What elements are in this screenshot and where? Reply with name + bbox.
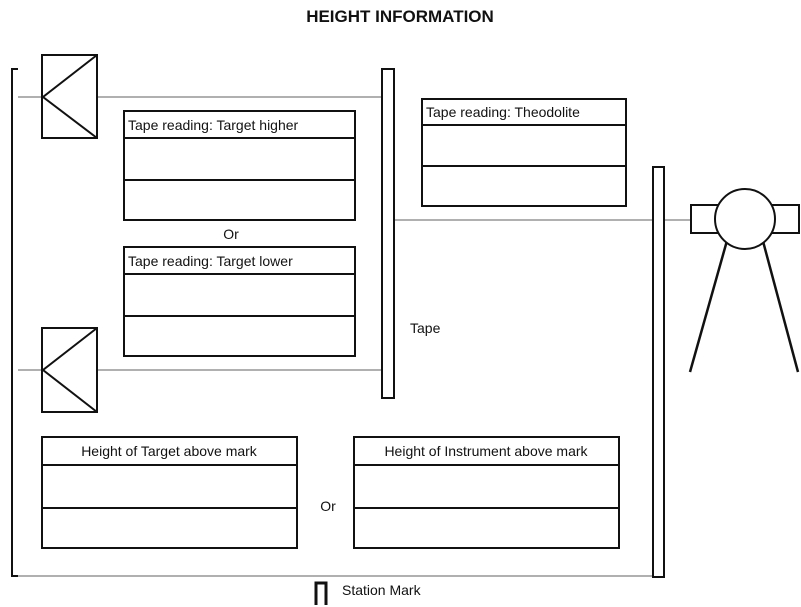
theodolite-symbol (688, 188, 800, 373)
tape-bar (381, 68, 395, 399)
or-label-upper: Or (223, 226, 239, 242)
diagram-title: HEIGHT INFORMATION (306, 7, 494, 26)
box-instrument-above-mark: Height of Instrument above mark (353, 436, 620, 549)
upper-target-symbol (41, 54, 98, 139)
station-mark-symbol (314, 581, 328, 605)
box-instrument-above-mark-label: Height of Instrument above mark (384, 443, 588, 459)
tape-label: Tape (410, 320, 441, 336)
box-target-above-mark: Height of Target above mark (41, 436, 298, 549)
instrument-post (652, 166, 665, 578)
lower-target-symbol (41, 327, 98, 413)
left-bracket (11, 68, 18, 577)
box-theodolite-label: Tape reading: Theodolite (426, 104, 580, 120)
station-mark-label: Station Mark (342, 582, 422, 598)
box-target-higher: Tape reading: Target higher (123, 110, 356, 221)
box-target-above-mark-label: Height of Target above mark (81, 443, 258, 459)
box-target-lower: Tape reading: Target lower (123, 246, 356, 357)
box-target-higher-label: Tape reading: Target higher (128, 117, 299, 133)
box-target-lower-label: Tape reading: Target lower (128, 253, 293, 269)
or-label-lower: Or (320, 498, 336, 514)
box-theodolite: Tape reading: Theodolite (421, 98, 627, 207)
